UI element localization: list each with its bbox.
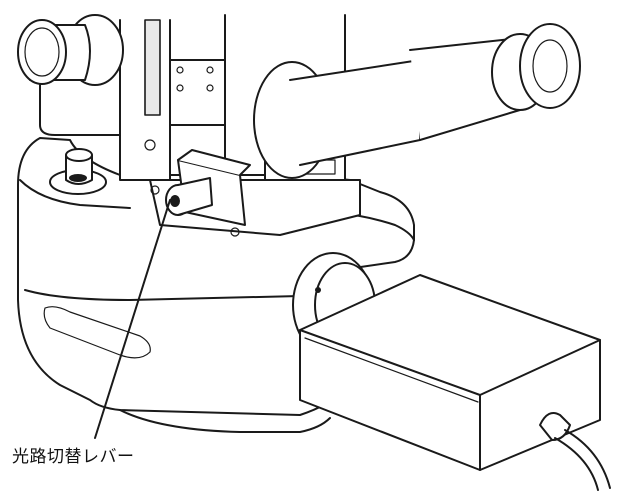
left-eyepiece (17, 14, 124, 86)
callout-leader-line (94, 199, 171, 439)
external-unit-box (299, 274, 601, 471)
right-eyepiece (253, 23, 581, 179)
path-switch-lever (165, 149, 251, 226)
cable (539, 412, 611, 491)
callout-path-switch-lever: 光路切替レバー (12, 447, 135, 467)
base-knob (49, 148, 107, 195)
